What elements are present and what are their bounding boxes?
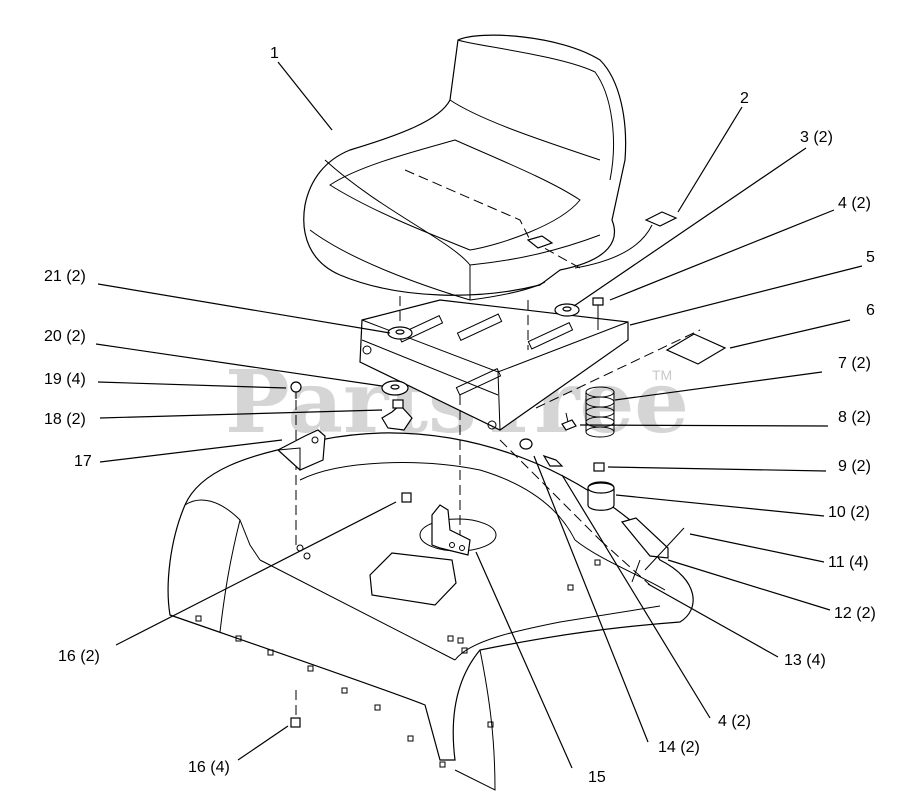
callout-6: 6 (866, 302, 875, 319)
assembly-centerlines (295, 296, 701, 718)
callout-17: 17 (74, 453, 92, 470)
callout-2: 2 (740, 90, 749, 107)
callout-4-top: 4 (2) (838, 195, 871, 212)
callout-5: 5 (866, 249, 875, 266)
callout-4-bottom: 4 (2) (718, 713, 751, 730)
callout-19: 19 (4) (44, 371, 86, 388)
callout-8: 8 (2) (838, 409, 871, 426)
callout-20: 20 (2) (44, 328, 86, 345)
callout-21: 21 (2) (44, 268, 86, 285)
callout-12: 12 (2) (834, 605, 876, 622)
callout-labels: 1 2 3 (2) 4 (2) 5 6 7 (2) 8 (2) 9 (2) 10… (44, 45, 876, 786)
seat (303, 34, 678, 301)
callout-7: 7 (2) (838, 355, 871, 372)
callout-10: 10 (2) (828, 504, 870, 521)
callout-15: 15 (588, 769, 606, 786)
watermark-tm: TM (652, 367, 672, 383)
leader-lines (95, 61, 863, 769)
callout-18: 18 (2) (44, 411, 86, 428)
small-parts (276, 297, 727, 728)
callout-14: 14 (2) (658, 739, 700, 756)
callout-16-left: 16 (2) (58, 648, 100, 665)
callout-11: 11 (4) (828, 554, 869, 571)
callout-3: 3 (2) (800, 129, 833, 146)
callout-16-bottom: 16 (4) (188, 759, 230, 776)
callout-9: 9 (2) (838, 458, 871, 475)
seat-pan-plate (359, 299, 629, 431)
callout-13: 13 (4) (784, 652, 826, 669)
fender-deck (167, 432, 694, 791)
callout-1: 1 (270, 45, 279, 62)
